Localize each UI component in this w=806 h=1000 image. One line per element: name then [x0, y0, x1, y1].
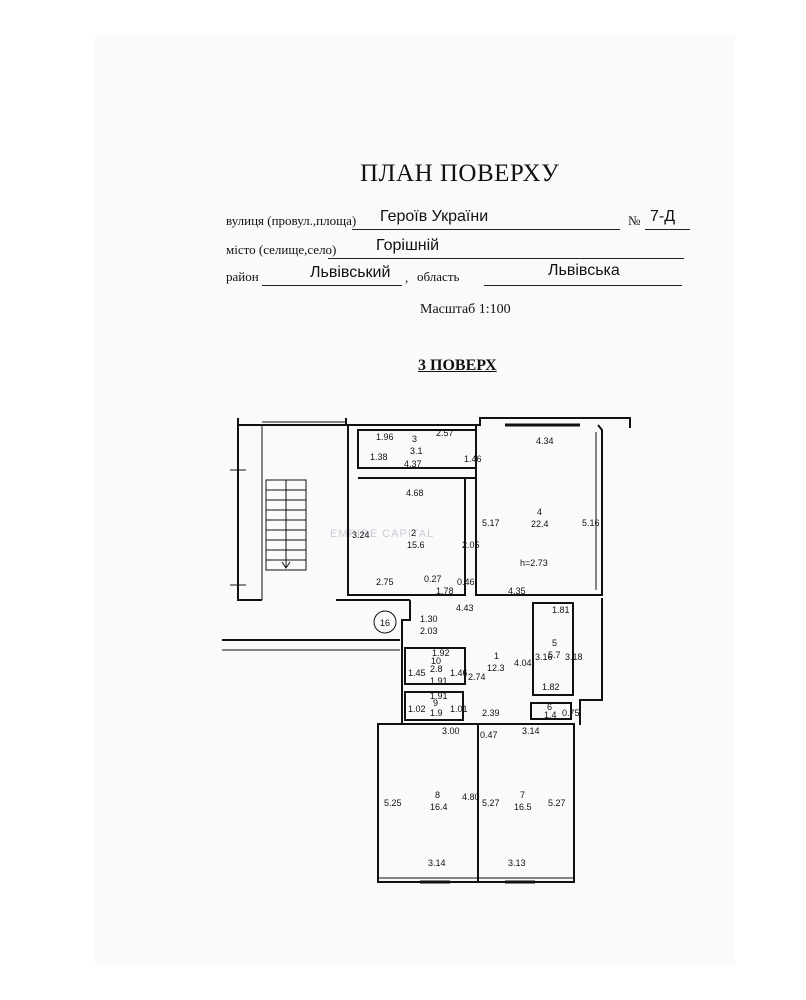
district-label: район [226, 269, 259, 284]
street-label: вулиця (провул.,площа) [226, 213, 357, 228]
region-value: Львівська [548, 262, 620, 279]
dim-label: 1.81 [552, 605, 570, 615]
room-10-area: 2.8 [430, 664, 443, 674]
room-1-area: 12.3 [487, 663, 505, 673]
dim-label: 1.91 [430, 691, 448, 701]
room-3-area: 3.1 [410, 446, 423, 456]
dim-label: 3.24 [352, 530, 370, 540]
dim-label: 1.78 [436, 586, 454, 596]
room-4-area: 22.4 [531, 519, 549, 529]
room-3-number: 3 [412, 434, 417, 444]
dim-label: 2.03 [420, 626, 438, 636]
street-value: Героїв України [380, 208, 489, 225]
dim-label: 3.16 [535, 652, 553, 662]
region-separator: , [405, 270, 409, 285]
city-value: Горішній [376, 237, 440, 254]
dim-label: 2.75 [376, 577, 394, 587]
dim-label: 1.45 [408, 668, 426, 678]
dim-label: 4.34 [536, 436, 554, 446]
dim-label: 3.13 [508, 858, 526, 868]
dim-label: 0.46 [457, 577, 475, 587]
dim-label: 1.46 [450, 668, 468, 678]
staircase [265, 479, 307, 571]
plan-walls [222, 417, 631, 884]
number-value: 7-Д [650, 208, 676, 225]
room-4-number: 4 [537, 507, 542, 517]
scale-text: Масштаб 1:100 [420, 302, 511, 317]
dim-label: 3.00 [442, 726, 460, 736]
dim-label: 1.91 [430, 676, 448, 686]
room-2-area: 15.6 [407, 540, 425, 550]
city-underline [328, 258, 684, 259]
room-8-number: 8 [435, 790, 440, 800]
region-underline [484, 285, 682, 286]
dim-label: 2.39 [482, 708, 500, 718]
city-label: місто (селище,село) [226, 242, 337, 257]
document-sheet [95, 35, 735, 965]
dim-label: 0.75 [562, 708, 580, 718]
dim-label: 3.18 [565, 652, 583, 662]
region-label: область [417, 269, 460, 284]
dim-label: 5.25 [384, 798, 402, 808]
room-4-height: h=2.73 [520, 558, 548, 568]
room-9-area: 1.9 [430, 708, 443, 718]
dim-label: 2.74 [468, 672, 486, 682]
dim-label: 3.14 [428, 858, 446, 868]
room-10-number: 10 [431, 656, 441, 666]
dim-label: 5.27 [482, 798, 500, 808]
district-underline [262, 285, 402, 286]
watermark: EMPIRE CAPITAL [330, 528, 435, 540]
dim-label: 0.27 [424, 574, 442, 584]
dim-label: 1.01 [450, 704, 468, 714]
number-underline [645, 229, 690, 230]
room-5-area: 5.7 [548, 650, 561, 660]
dim-label: 5.27 [548, 798, 566, 808]
dim-label: 3.14 [522, 726, 540, 736]
room-5-number: 5 [552, 638, 557, 648]
room-1-number: 1 [494, 651, 499, 661]
district-value: Львівський [310, 264, 391, 281]
dim-label: 5.16 [582, 518, 600, 528]
dim-label: 1.92 [432, 648, 450, 658]
dim-label: 4.04 [514, 658, 532, 668]
page-title: ПЛАН ПОВЕРХУ [360, 160, 560, 187]
room-6-number: 6 [547, 702, 552, 712]
dim-label: 4.37 [404, 459, 422, 469]
floor-label: 3 ПОВЕРХ [418, 357, 497, 374]
dim-label: 1.96 [376, 432, 394, 442]
dim-label: 1.82 [542, 682, 560, 692]
room-6-area: 1.4 [544, 710, 557, 720]
street-underline [352, 229, 620, 230]
dim-label: 1.46 [464, 454, 482, 464]
room-7-number: 7 [520, 790, 525, 800]
dim-label: 2.57 [436, 428, 454, 438]
dim-label: 0.47 [480, 730, 498, 740]
number-label: № [628, 213, 641, 228]
dimension-labels: 1.96 2.57 4.34 1.38 1.46 4.37 4.68 5.17 … [352, 428, 600, 868]
room-7-area: 16.5 [514, 802, 532, 812]
dim-label: 5.17 [482, 518, 500, 528]
dim-label: 1.02 [408, 704, 426, 714]
dim-label: 2.05 [462, 540, 480, 550]
dim-label: 1.30 [420, 614, 438, 624]
dim-label: 4.43 [456, 603, 474, 613]
room-2-number: 2 [411, 528, 416, 538]
stair-number: 16 [380, 618, 390, 628]
stair-marker [373, 610, 397, 634]
dim-label: 4.80 [462, 792, 480, 802]
dim-label: 4.68 [406, 488, 424, 498]
dim-label: 1.38 [370, 452, 388, 462]
room-9-number: 9 [433, 698, 438, 708]
room-8-area: 16.4 [430, 802, 448, 812]
dim-label: 4.35 [508, 586, 526, 596]
